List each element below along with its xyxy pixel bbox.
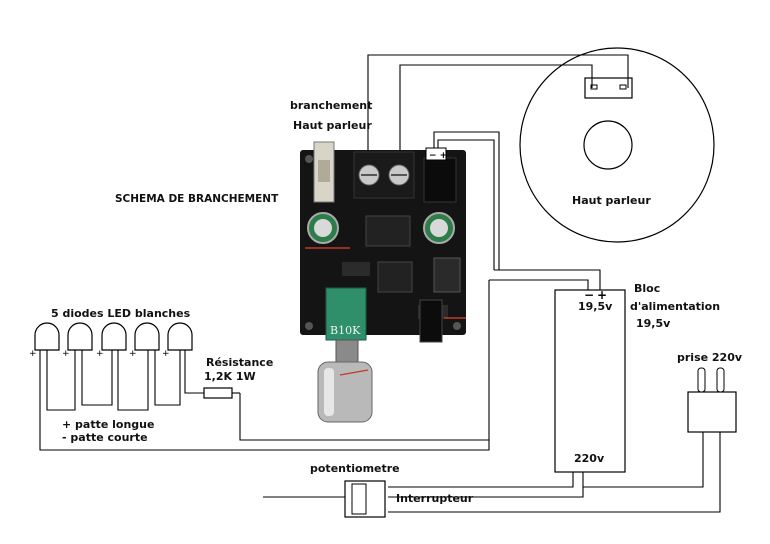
- plug: [687, 367, 737, 433]
- speaker-center: [583, 120, 633, 170]
- power-block-minus-sign: −: [584, 288, 594, 302]
- led-2: [67, 322, 93, 351]
- led2-plus: +: [62, 349, 70, 359]
- led5-plus: +: [162, 349, 170, 359]
- plug-wire-1: [583, 432, 704, 488]
- mount-hole-bl: [305, 322, 313, 330]
- power-block: [554, 289, 626, 473]
- plug-body: [687, 391, 737, 433]
- dc-wire-2: [433, 131, 500, 270]
- wires: [39, 54, 721, 513]
- led1-leads: [46, 350, 76, 411]
- power-block-feed-minus: [489, 279, 589, 290]
- power-block-plus-sign: +: [597, 288, 607, 302]
- led-4: [134, 322, 160, 351]
- capacitor-left-top: [314, 219, 332, 237]
- led-5: [167, 322, 193, 351]
- polarity-legend-2: - patte courte: [62, 431, 148, 444]
- plug-wire-2: [388, 432, 721, 513]
- board-pot-code: B10K: [330, 324, 361, 337]
- resistor: [203, 387, 233, 399]
- bluetooth-chip: [377, 261, 413, 293]
- led2-leads: [81, 350, 113, 406]
- pot-neck: [335, 339, 359, 365]
- led1-plus: +: [29, 349, 37, 359]
- capacitor-right-top: [430, 219, 448, 237]
- power-block-label-3: 19,5v: [636, 317, 671, 330]
- mount-hole-tl: [305, 155, 313, 163]
- resistor-to-leds: [184, 350, 204, 394]
- led-1: [34, 322, 60, 351]
- plug-label: prise 220v: [677, 351, 743, 364]
- led4-plus: +: [129, 349, 137, 359]
- switch-wire-top: [388, 472, 574, 488]
- led-3: [101, 322, 127, 351]
- amplifier-board: − + B10K: [300, 141, 466, 423]
- power-block-label-1: Bloc: [634, 282, 661, 295]
- bluetooth-antenna: [433, 257, 461, 293]
- speaker: [519, 47, 715, 243]
- speaker-wire-2: [399, 64, 593, 152]
- board-potentiometer: [325, 287, 367, 341]
- amplifier-chip: [365, 215, 411, 247]
- resistor-label-2: 1,2K 1W: [204, 370, 256, 383]
- dc-wire-1: [437, 139, 495, 270]
- led-group: [34, 322, 193, 351]
- speaker-terminal-left: [590, 84, 598, 90]
- speaker-connection-label-1: branchement: [290, 99, 373, 112]
- mount-hole-br: [453, 322, 461, 330]
- speaker-connection-label-2: Haut parleur: [293, 119, 372, 132]
- dc-jack-label: [425, 147, 447, 161]
- led3-plus: +: [96, 349, 104, 359]
- speaker-label: Haut parleur: [572, 194, 651, 207]
- led-polarity-marks: + + + + +: [29, 349, 170, 359]
- led-common-bottom: [39, 350, 490, 451]
- led4-leads: [154, 350, 181, 406]
- plug-pin-left: [697, 367, 706, 393]
- led3-leads: [117, 350, 149, 411]
- plug-pin-right: [716, 367, 725, 393]
- dc-jack-polarity: − +: [429, 151, 447, 161]
- trunk-down: [239, 280, 490, 441]
- speaker-wire-1: [367, 54, 629, 152]
- pot-knob-red-mark: [339, 369, 369, 376]
- dc-jack: [423, 157, 457, 203]
- leds-label: 5 diodes LED blanches: [51, 307, 191, 320]
- switch-label: Interrupteur: [396, 492, 474, 505]
- polarity-legend-1: + patte longue: [62, 418, 155, 431]
- switch-wire-bottom: [388, 472, 584, 498]
- smd-block-1: [342, 262, 370, 276]
- speaker-terminal-right: [619, 84, 627, 90]
- power-input-voltage: 220v: [574, 452, 605, 465]
- audio-jack: [419, 299, 443, 343]
- diagram-title: SCHEMA DE BRANCHEMENT: [115, 193, 279, 205]
- resistor-label-1: Résistance: [206, 356, 274, 369]
- board-slide-switch-knob: [318, 160, 330, 182]
- switch-lever: [351, 483, 367, 515]
- power-block-label-2: d'alimentation: [630, 300, 721, 313]
- switch-potentiometer: [344, 480, 386, 518]
- potentiometer-label: potentiometre: [310, 462, 400, 475]
- power-block-feed-plus: [494, 269, 601, 290]
- power-output-voltage: 19,5v: [578, 300, 613, 313]
- pot-knob-highlight: [324, 368, 334, 416]
- speaker-terminal-block: [584, 77, 633, 99]
